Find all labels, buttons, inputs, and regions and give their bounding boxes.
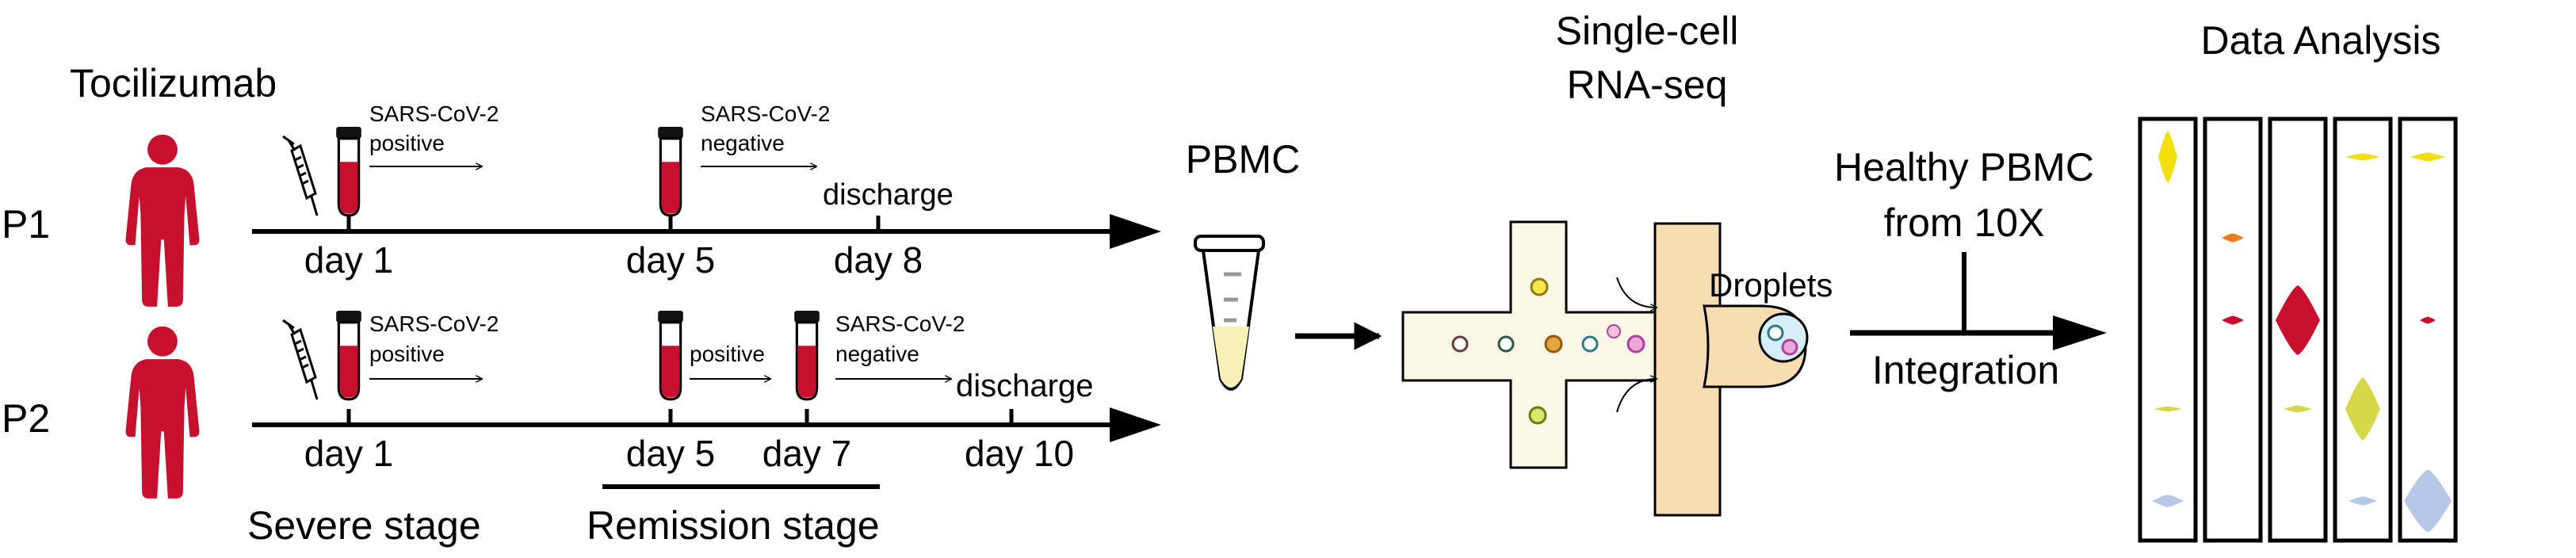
reference-label-line2: from 10X: [1884, 201, 2045, 245]
patient-1-figure: [125, 134, 200, 307]
p2-event-1-line1: SARS-CoV-2: [369, 311, 499, 336]
patient-2-figure: [125, 326, 200, 499]
violin-shape: [2349, 496, 2377, 506]
violin-panel: [2333, 117, 2393, 543]
violin-panel: [2203, 117, 2263, 543]
violin-shape: [2284, 405, 2312, 413]
seq-title-line1: Single-cell: [1556, 9, 1739, 53]
severe-stage-label: Severe stage: [247, 503, 481, 548]
patient-2-timeline-arrowhead: [1110, 407, 1161, 442]
syringe-icon: [281, 319, 319, 401]
violin-shape: [2276, 285, 2320, 355]
violin-panel: [2138, 117, 2198, 543]
violin-plot-panels: [2138, 117, 2458, 543]
seq-title-line2: RNA-seq: [1567, 63, 1728, 107]
integration-arrowhead: [2053, 315, 2107, 350]
violin-shape: [2222, 233, 2244, 243]
blood-tube-icon: [336, 127, 361, 217]
p2-discharge-label: discharge: [956, 369, 1093, 403]
p2-event-1-line2: positive: [369, 342, 445, 366]
microfluidic-chip-icon: [1401, 220, 1809, 517]
patient-1-day-label: day 8: [834, 239, 923, 281]
pbmc-tube-icon: [1194, 235, 1265, 391]
pbmc-label: PBMC: [1186, 137, 1300, 182]
violin-shape: [2152, 495, 2184, 507]
analysis-title: Data Analysis: [2201, 18, 2441, 63]
blood-tube-icon: [658, 311, 683, 401]
blood-tube-icon: [336, 311, 361, 401]
violin-shape: [2404, 469, 2452, 533]
patient-2-day-label: day 10: [965, 433, 1074, 474]
blood-tube-icon: [658, 127, 683, 217]
droplets-label: Droplets: [1709, 266, 1833, 304]
p2-event-3-line1: SARS-CoV-2: [835, 311, 965, 336]
violin-shape: [2345, 153, 2380, 161]
blood-tube-icon: [794, 311, 820, 401]
p2-event-3-line2: negative: [835, 342, 919, 366]
integration-label: Integration: [1872, 348, 2059, 392]
patient-1-day-label: day 5: [626, 239, 716, 281]
violin-shape: [2154, 406, 2182, 412]
patient-1-day-label: day 1: [304, 239, 394, 281]
p1-event-2-line2: negative: [701, 131, 785, 155]
remission-stage-label: Remission stage: [587, 503, 880, 548]
drug-label: Tocilizumab: [70, 61, 277, 105]
patient-2-day-label: day 5: [626, 433, 716, 474]
patient-2-label: P2: [2, 396, 50, 441]
patient-1-label: P1: [2, 202, 50, 247]
p1-discharge-label: discharge: [823, 178, 954, 212]
patient-2-day-label: day 7: [762, 433, 852, 474]
violin-shape: [2410, 152, 2445, 162]
p1-event-1-line1: SARS-CoV-2: [369, 101, 499, 126]
patient-2-day-label: day 1: [304, 433, 394, 474]
violin-shape: [2158, 131, 2177, 183]
patient-1-timeline-arrowhead: [1110, 214, 1161, 249]
reference-label-line1: Healthy PBMC: [1834, 145, 2094, 189]
violin-shape: [2345, 377, 2380, 441]
p1-event-2-line1: SARS-CoV-2: [701, 101, 830, 126]
p1-event-1-line2: positive: [369, 131, 445, 155]
violin-shape: [2420, 316, 2436, 324]
p2-event-2-line1: positive: [690, 342, 765, 366]
syringe-icon: [281, 135, 319, 217]
violin-shape: [2222, 315, 2244, 325]
